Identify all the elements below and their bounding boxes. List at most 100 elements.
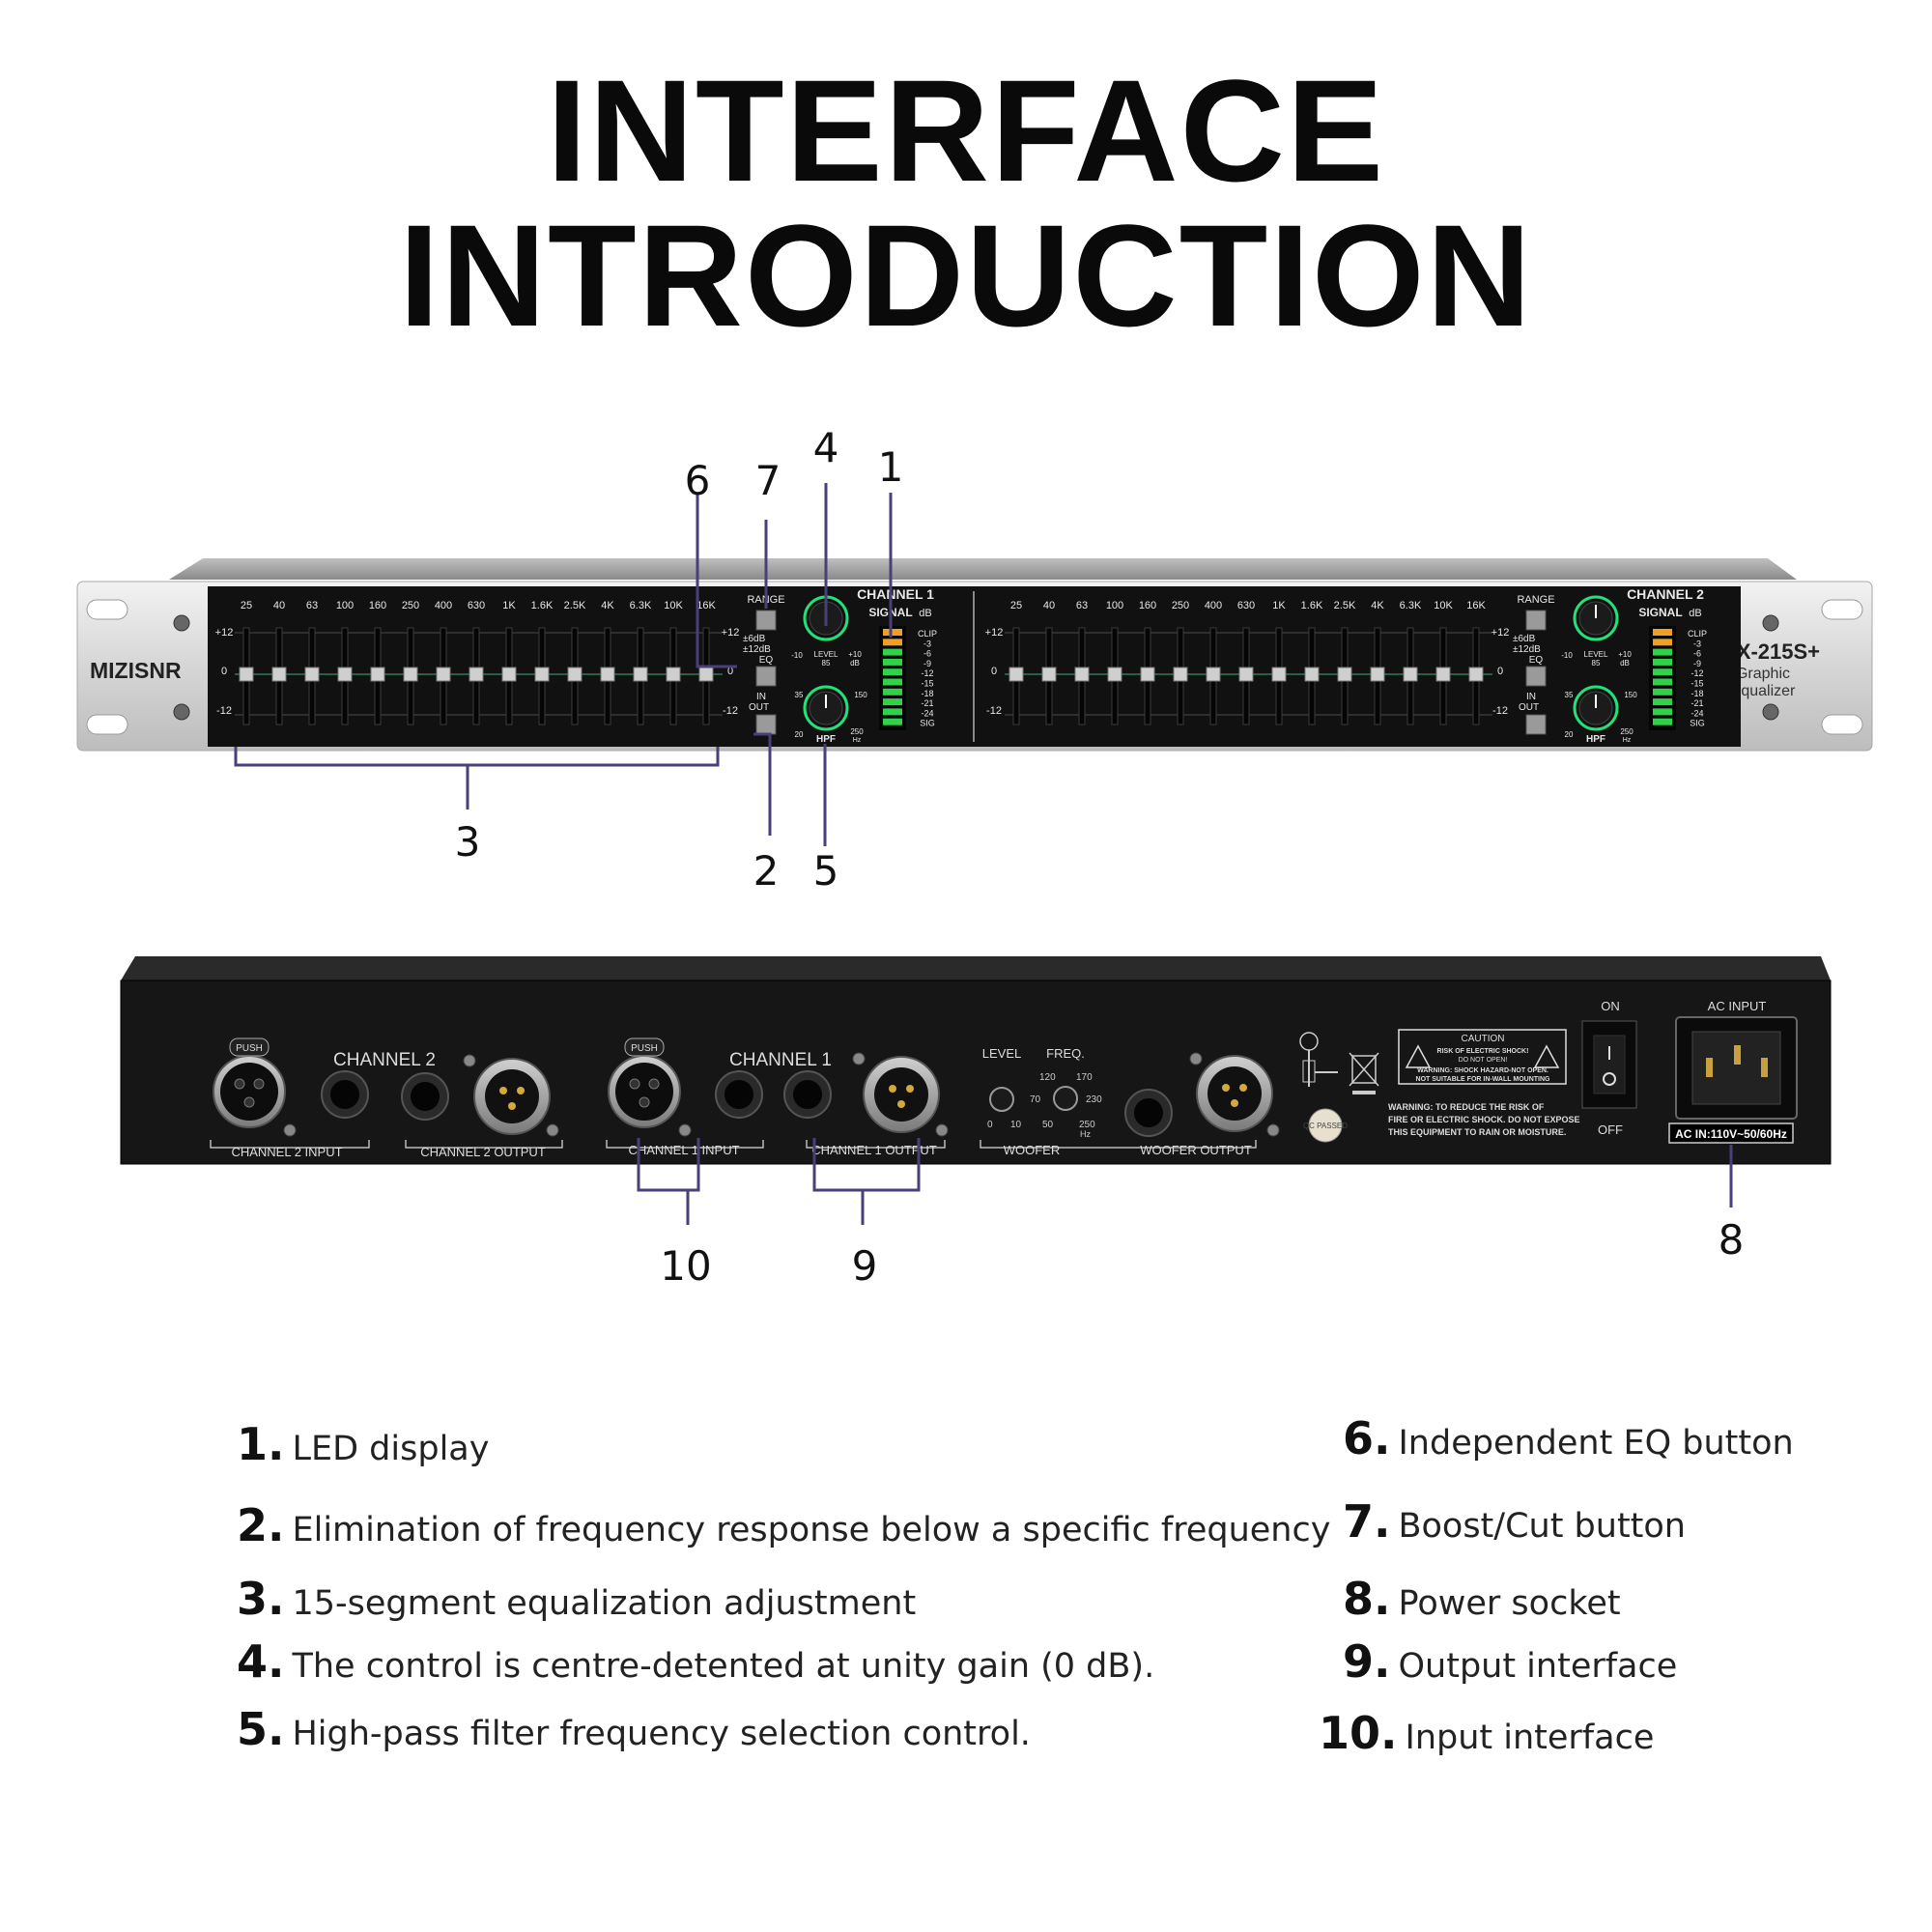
meter-scale-label: -9 bbox=[923, 659, 931, 668]
fader-knob[interactable] bbox=[1403, 667, 1418, 682]
screw-icon bbox=[546, 1123, 559, 1137]
legend-item-1: 1.LED display bbox=[237, 1418, 489, 1470]
range-button[interactable] bbox=[1525, 610, 1547, 631]
legend-text: Output interface bbox=[1398, 1647, 1678, 1686]
fader-knob[interactable] bbox=[633, 667, 648, 682]
freq-label: 10K bbox=[664, 600, 683, 611]
caution-line1: RISK OF ELECTRIC SHOCK! bbox=[1437, 1048, 1529, 1055]
xlr-push-label: PUSH bbox=[631, 1043, 658, 1054]
led-segment bbox=[1653, 658, 1672, 666]
fader-knob[interactable] bbox=[1304, 667, 1320, 682]
db-scale-right: -12 bbox=[723, 705, 738, 717]
screw-icon bbox=[173, 614, 190, 632]
led-segment bbox=[883, 639, 902, 646]
fader-knob[interactable] bbox=[1041, 667, 1057, 682]
xlr-gold-pin bbox=[499, 1087, 507, 1094]
rack-slot-left-top bbox=[86, 599, 128, 620]
meter-scale-label: -24 bbox=[1690, 708, 1703, 718]
range-6db-label: ±6dB bbox=[1513, 634, 1536, 644]
fader-knob[interactable] bbox=[1271, 667, 1287, 682]
fader-knob[interactable] bbox=[1468, 667, 1484, 682]
screw-icon bbox=[935, 1123, 949, 1137]
fader-knob[interactable] bbox=[271, 667, 287, 682]
hpf-in-out-button[interactable] bbox=[1525, 714, 1547, 735]
fader-knob[interactable] bbox=[567, 667, 582, 682]
fader-knob[interactable] bbox=[469, 667, 484, 682]
callout-10-bracket bbox=[637, 1138, 700, 1192]
meter-scale-label: -12 bbox=[1690, 668, 1703, 678]
meter-scale-label: -3 bbox=[1693, 639, 1701, 648]
callout-5: 5 bbox=[813, 847, 839, 895]
eq-label: EQ bbox=[1529, 655, 1544, 666]
xlr-female-face bbox=[220, 1063, 278, 1121]
db-scale-left: 0 bbox=[221, 666, 227, 677]
callout-8: 8 bbox=[1719, 1216, 1745, 1264]
legend-text: The control is centre-detented at unity … bbox=[292, 1647, 1155, 1686]
level-scale-0: 0 bbox=[987, 1120, 993, 1130]
freq-label: 100 bbox=[336, 600, 354, 611]
fader-knob[interactable] bbox=[1337, 667, 1352, 682]
fader-knob[interactable] bbox=[370, 667, 385, 682]
xlr-push-tab[interactable] bbox=[624, 1037, 665, 1057]
fader-knob[interactable] bbox=[1206, 667, 1221, 682]
legend-text: Power socket bbox=[1398, 1584, 1621, 1623]
legend-num: 6. bbox=[1343, 1412, 1391, 1464]
fader-knob[interactable] bbox=[1238, 667, 1254, 682]
legend-item-9: 9.Output interface bbox=[1343, 1635, 1677, 1688]
fader-knob[interactable] bbox=[239, 667, 254, 682]
fader-knob[interactable] bbox=[1140, 667, 1155, 682]
eq-button[interactable] bbox=[1525, 666, 1547, 687]
fader-knob[interactable] bbox=[1009, 667, 1024, 682]
level-unit-label: dB bbox=[1620, 659, 1630, 668]
hpf-label: HPF bbox=[1586, 734, 1605, 745]
fader-knob[interactable] bbox=[1435, 667, 1451, 682]
fader-knob[interactable] bbox=[337, 667, 353, 682]
ac-rating-box bbox=[1668, 1122, 1794, 1144]
led-segment bbox=[883, 678, 902, 686]
xlr-push-tab[interactable] bbox=[229, 1037, 270, 1057]
db-scale-left: -12 bbox=[216, 705, 232, 717]
fader-knob[interactable] bbox=[1107, 667, 1122, 682]
ac-rating-label: AC IN:110V~50/60Hz bbox=[1675, 1127, 1787, 1141]
fader-knob[interactable] bbox=[1370, 667, 1385, 682]
fader-knob[interactable] bbox=[501, 667, 517, 682]
xlr-pin-hole bbox=[243, 1096, 255, 1108]
led-segment bbox=[1653, 698, 1672, 706]
hpf-in-out-button[interactable] bbox=[755, 714, 777, 735]
fader-knob[interactable] bbox=[1173, 667, 1188, 682]
fader-knob[interactable] bbox=[304, 667, 320, 682]
brand-label: MIZISNR bbox=[90, 658, 182, 683]
freq-label: 100 bbox=[1106, 600, 1123, 611]
eq-button[interactable] bbox=[755, 666, 777, 687]
level-min-label: -10 bbox=[1561, 651, 1573, 660]
fader-knob[interactable] bbox=[698, 667, 714, 682]
fader-knob[interactable] bbox=[666, 667, 681, 682]
xlr-gold-pin bbox=[508, 1102, 516, 1110]
freq-label: 40 bbox=[273, 600, 285, 611]
range-button[interactable] bbox=[755, 610, 777, 631]
level-label: LEVEL bbox=[814, 650, 838, 659]
fader-knob[interactable] bbox=[534, 667, 550, 682]
woofer-level-knob[interactable] bbox=[989, 1087, 1014, 1112]
signal-unit-label: dB bbox=[919, 608, 931, 619]
fader-knob[interactable] bbox=[436, 667, 451, 682]
trs-jack-hole bbox=[330, 1080, 359, 1109]
woofer-freq-knob[interactable] bbox=[1053, 1086, 1078, 1111]
led-segment bbox=[1653, 718, 1672, 725]
iec-pin bbox=[1734, 1045, 1741, 1065]
screw-icon bbox=[1762, 614, 1779, 632]
db-scale-left: +12 bbox=[215, 627, 234, 639]
out-label: OUT bbox=[1519, 702, 1539, 713]
meter-scale-label: -21 bbox=[921, 698, 933, 708]
callout-6: 6 bbox=[685, 457, 711, 504]
fader-knob[interactable] bbox=[1074, 667, 1090, 682]
power-off-mark bbox=[1603, 1072, 1616, 1086]
freq-label: 2.5K bbox=[564, 600, 586, 611]
xlr-pin-hole bbox=[234, 1078, 245, 1090]
fader-knob[interactable] bbox=[600, 667, 615, 682]
level-max-label: +10 bbox=[848, 650, 862, 659]
legend-item-6: 6.Independent EQ button bbox=[1343, 1412, 1794, 1464]
fader-knob[interactable] bbox=[403, 667, 418, 682]
range-6db-label: ±6dB bbox=[743, 634, 766, 644]
